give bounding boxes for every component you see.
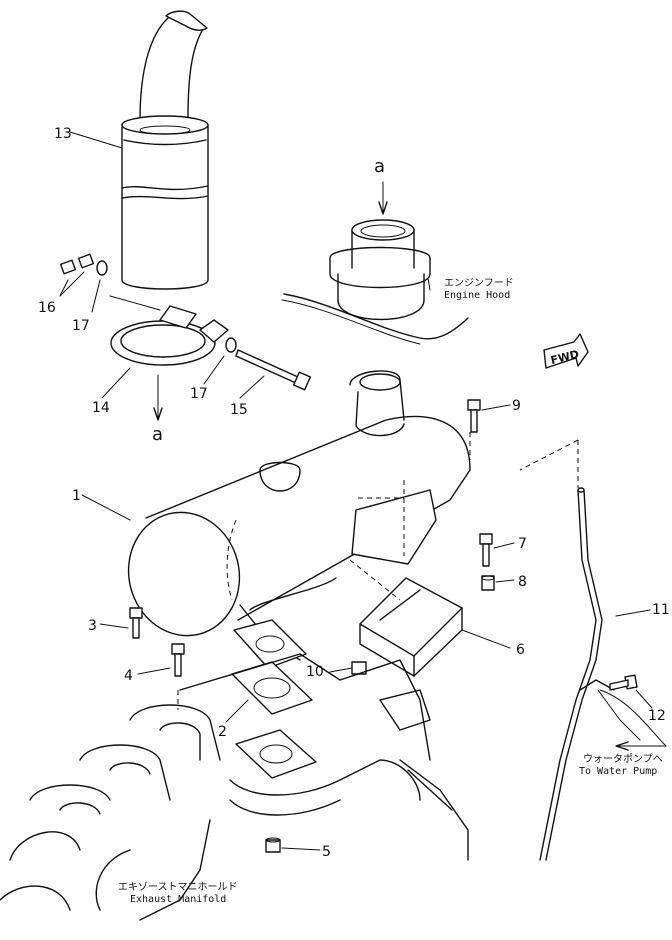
exhaust-stack-part-13	[121, 10, 209, 290]
spacer-part-8	[481, 575, 495, 591]
bolt-part-3	[129, 607, 143, 639]
view-marker-bottom: a	[152, 424, 163, 445]
nuts-part-16	[59, 253, 95, 297]
callout-8: 8	[518, 574, 527, 590]
exhaust-manifold-caption-jp: エキゾーストマニホールド	[118, 881, 238, 893]
callout-17-upper: 17	[72, 318, 90, 334]
bolt-part-15	[235, 349, 312, 391]
callout-6: 6	[516, 642, 525, 658]
bolt-part-7	[479, 533, 493, 567]
callout-16: 16	[38, 300, 56, 316]
exhaust-manifold-caption-en: Exhaust Manifold	[130, 894, 226, 905]
callout-4: 4	[124, 668, 133, 684]
washer-part-17-lower	[225, 337, 237, 353]
nut-part-5	[265, 837, 281, 853]
gasket-part-2	[231, 661, 313, 715]
callout-17-lower: 17	[190, 386, 208, 402]
leader-lines	[69, 131, 653, 851]
water-pump-caption-jp: ウォータポンプへ	[583, 753, 663, 765]
callout-14: 14	[92, 400, 110, 416]
callout-11: 11	[652, 602, 670, 618]
engine-hood-caption-jp: エンジンフード	[444, 278, 514, 289]
callout-9: 9	[512, 398, 521, 414]
muffler-mount-bracket	[351, 480, 437, 565]
callout-15: 15	[230, 402, 248, 418]
callout-1: 1	[72, 488, 81, 504]
callout-2: 2	[218, 724, 227, 740]
clamp-part-14	[109, 295, 229, 421]
pipe-part-11	[519, 439, 667, 861]
muffler-flange	[233, 619, 307, 669]
water-pump-arrow	[615, 741, 667, 751]
guide-lines	[177, 432, 471, 710]
callout-5: 5	[322, 844, 331, 860]
washer-part-17-upper	[91, 260, 108, 313]
callout-12: 12	[648, 708, 666, 724]
callout-7: 7	[518, 536, 527, 552]
fwd-direction-badge	[543, 333, 589, 369]
bolt-part-9	[467, 399, 481, 433]
water-pump-caption-en: To Water Pump	[579, 766, 657, 777]
bracket-part-6	[359, 577, 463, 677]
view-marker-top: a	[374, 156, 385, 177]
engine-hood	[281, 181, 469, 345]
exhaust-manifold	[0, 653, 469, 921]
callout-13: 13	[54, 126, 72, 142]
engine-hood-caption-en: Engine Hood	[444, 290, 510, 301]
callout-3: 3	[88, 618, 97, 634]
bolt-part-12	[609, 674, 638, 691]
callout-10: 10	[306, 664, 324, 680]
bolt-part-4	[171, 643, 185, 677]
muffler-part-1	[127, 370, 471, 661]
